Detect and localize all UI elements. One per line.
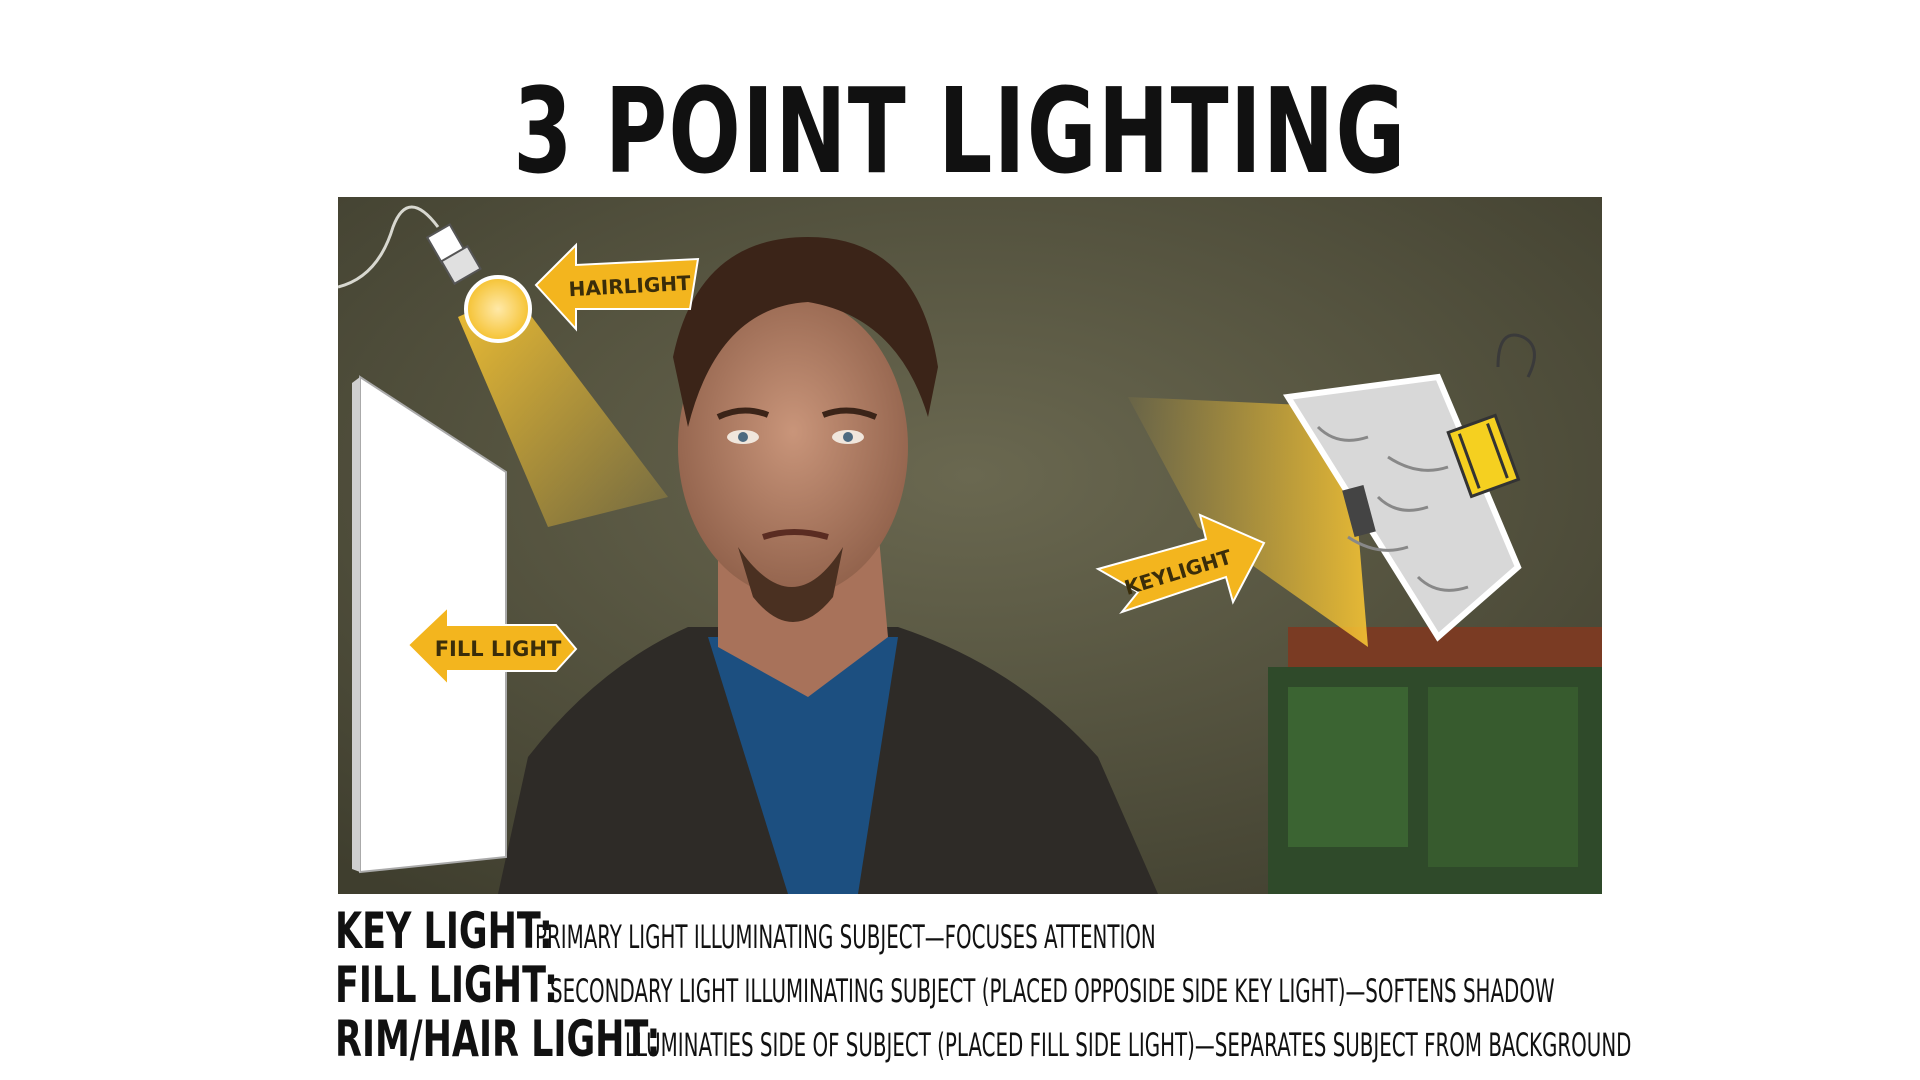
definition-description: SECONDARY LIGHT ILLUMINATING SUBJECT (PL… — [550, 972, 1555, 1010]
definition-description: LLUMINATIES SIDE OF SUBJECT (PLACED FILL… — [625, 1026, 1632, 1064]
definition-description: PRIMARY LIGHT ILLUMINATING SUBJECT—FOCUS… — [535, 918, 1156, 956]
cabinet — [1268, 627, 1602, 894]
lighting-illustration-svg: HAIRLIGHT KEYLIGHT FILL LIGHT — [338, 197, 1602, 894]
fill-light-arrow: FILL LIGHT — [406, 604, 578, 688]
page-title: 3 POINT LIGHTING — [513, 62, 1407, 200]
definitions-list: KEY LIGHT: PRIMARY LIGHT ILLUMINATING SU… — [335, 902, 1895, 1068]
definition-rim-hair-light: RIM/HAIR LIGHT: LLUMINATIES SIDE OF SUBJ… — [335, 1010, 1895, 1068]
definition-term: FILL LIGHT: — [335, 956, 559, 1014]
definition-term: KEY LIGHT: — [335, 902, 553, 960]
lighting-illustration: HAIRLIGHT KEYLIGHT FILL LIGHT — [338, 197, 1602, 894]
keylight-softbox — [1282, 333, 1536, 642]
subject — [498, 237, 1158, 894]
definition-fill-light: FILL LIGHT: SECONDARY LIGHT ILLUMINATING… — [335, 956, 1895, 1014]
definition-term: RIM/HAIR LIGHT: — [335, 1010, 661, 1068]
hairlight-fixture — [338, 205, 532, 343]
hairlight-beam — [458, 292, 668, 527]
fill-light-label: FILL LIGHT — [435, 637, 562, 661]
definition-key-light: KEY LIGHT: PRIMARY LIGHT ILLUMINATING SU… — [335, 902, 1895, 960]
hairlight-arrow: HAIRLIGHT — [534, 242, 700, 332]
keylight-beam — [1128, 397, 1368, 647]
